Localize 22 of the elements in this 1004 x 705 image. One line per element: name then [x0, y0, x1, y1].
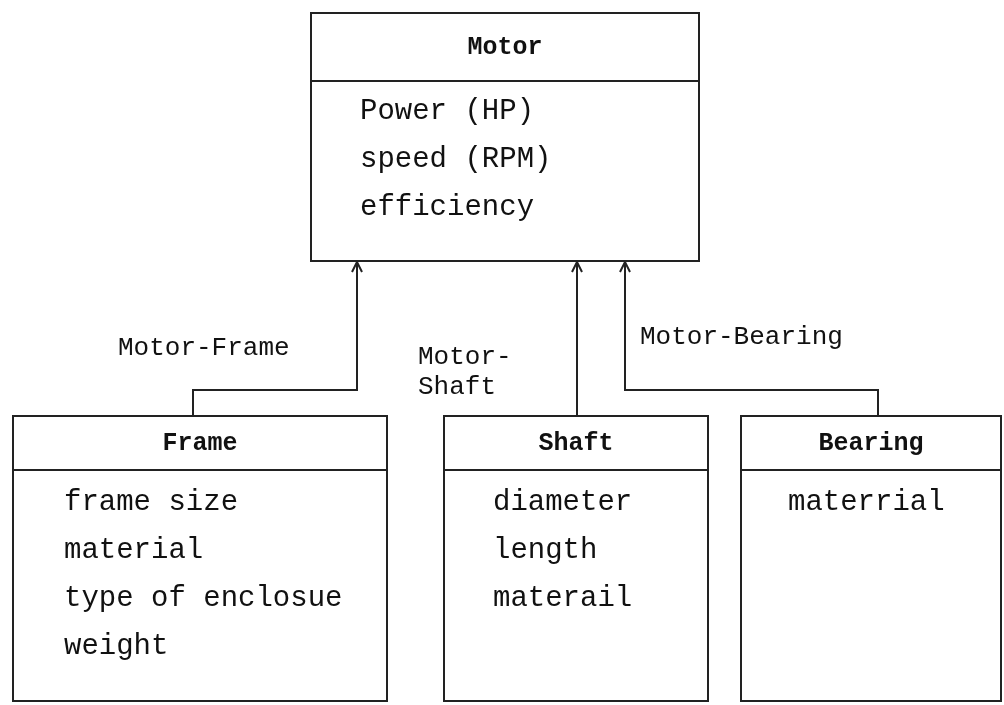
arrow	[571, 261, 583, 416]
arrow	[192, 261, 363, 416]
attribute: materail	[493, 581, 634, 617]
class-name: Bearing	[818, 428, 924, 458]
attribute: efficiency	[360, 190, 536, 226]
attribute: type of enclosue	[64, 581, 344, 617]
class-name: Motor	[467, 32, 543, 62]
attribute: materrial	[788, 485, 946, 521]
class-box	[740, 415, 1002, 702]
attribute: diameter	[493, 485, 634, 521]
attribute: weight	[64, 629, 170, 665]
arrow	[619, 261, 879, 416]
attribute: Power (HP)	[360, 94, 536, 130]
class-box	[443, 415, 709, 702]
class-box	[12, 415, 388, 702]
class-name: Shaft	[538, 428, 614, 458]
attribute: speed (RPM)	[360, 142, 553, 178]
class-box	[310, 12, 700, 262]
attribute: length	[493, 533, 599, 569]
class-name: Frame	[162, 428, 238, 458]
attribute: material	[64, 533, 205, 569]
attribute: frame size	[64, 485, 240, 521]
